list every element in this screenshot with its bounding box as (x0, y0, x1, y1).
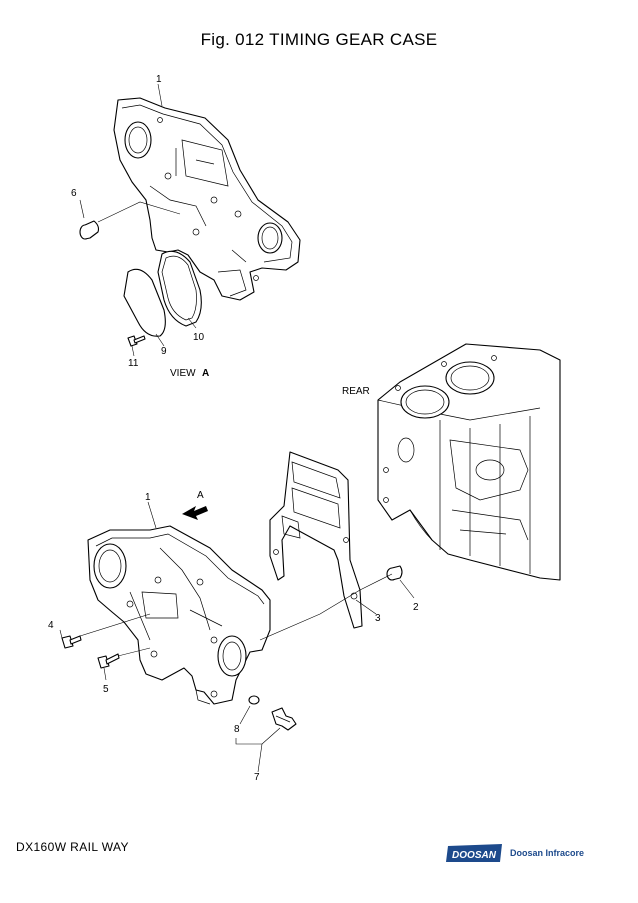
cover-plate-9 (123, 268, 166, 337)
view-arrow-a (182, 506, 208, 520)
model-name: DX160W RAIL WAY (16, 840, 129, 854)
gasket-3 (269, 451, 363, 629)
callout-5: 5 (103, 684, 109, 695)
view-letter: A (202, 368, 209, 379)
gasket-10 (157, 250, 202, 327)
plug-7 (271, 707, 297, 731)
bolt-11 (127, 335, 146, 347)
callout-2: 2 (413, 602, 419, 613)
doosan-logo: DOOSAN (446, 844, 502, 862)
callout-3: 3 (375, 613, 381, 624)
arrow-letter: A (197, 490, 204, 501)
brand-name: Doosan Infracore (510, 848, 585, 858)
callout-1-bottom: 1 (145, 492, 151, 503)
bolt-5 (97, 653, 120, 669)
page-title: Fig. 012 TIMING GEAR CASE (200, 30, 438, 49)
bolt-4 (61, 635, 82, 649)
rear-label: REAR (342, 386, 370, 397)
timing-gear-case-front (87, 525, 271, 705)
callout-1-top: 1 (156, 74, 162, 85)
brand-block: DOOSAN Doosan Infracore (446, 842, 584, 864)
callout-6: 6 (71, 188, 77, 199)
callout-10: 10 (193, 332, 205, 343)
callout-8: 8 (234, 724, 240, 735)
timing-gear-case-view-a (113, 97, 301, 301)
dowel-2 (386, 565, 403, 581)
engine-block (377, 343, 561, 581)
callout-4: 4 (48, 620, 54, 631)
view-label: VIEW (170, 368, 196, 379)
plug-6 (79, 220, 100, 240)
brand-logo-text: DOOSAN (452, 850, 497, 861)
callout-7: 7 (254, 772, 260, 783)
callout-9: 9 (161, 346, 167, 357)
o-ring-8 (248, 695, 260, 705)
callout-11: 11 (128, 358, 139, 369)
